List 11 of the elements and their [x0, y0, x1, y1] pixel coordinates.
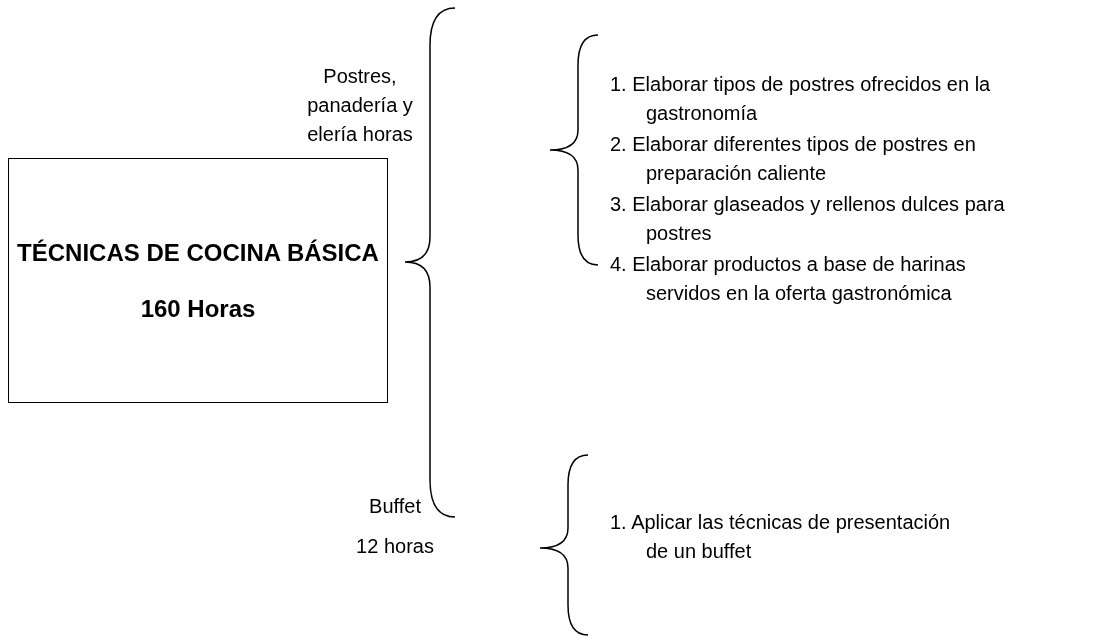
- objective-item: 1. Elaborar tipos de postres ofrecidos en la gastronomía: [610, 72, 992, 126]
- objective-item: 2. Elaborar diferentes tipos de postres en preparación caliente: [610, 132, 977, 186]
- module-title: Postres, panadería y elería horas: [306, 64, 414, 147]
- module-hours: 12 horas: [355, 534, 435, 559]
- module-title: Buffet: [368, 494, 422, 519]
- course-hours: 160 Horas: [140, 294, 256, 323]
- objective-item: 1. Aplicar las técnicas de presentación de un buffet: [610, 510, 952, 564]
- objective-item: 3. Elaborar glaseados y rellenos dulces para postres: [610, 192, 1006, 246]
- topic-box: [8, 158, 388, 403]
- objective-item: 4. Elaborar productos a base de harinas servidos en la oferta gastronómica: [610, 252, 967, 306]
- course-title: TÉCNICAS DE COCINA BÁSICA: [17, 238, 379, 267]
